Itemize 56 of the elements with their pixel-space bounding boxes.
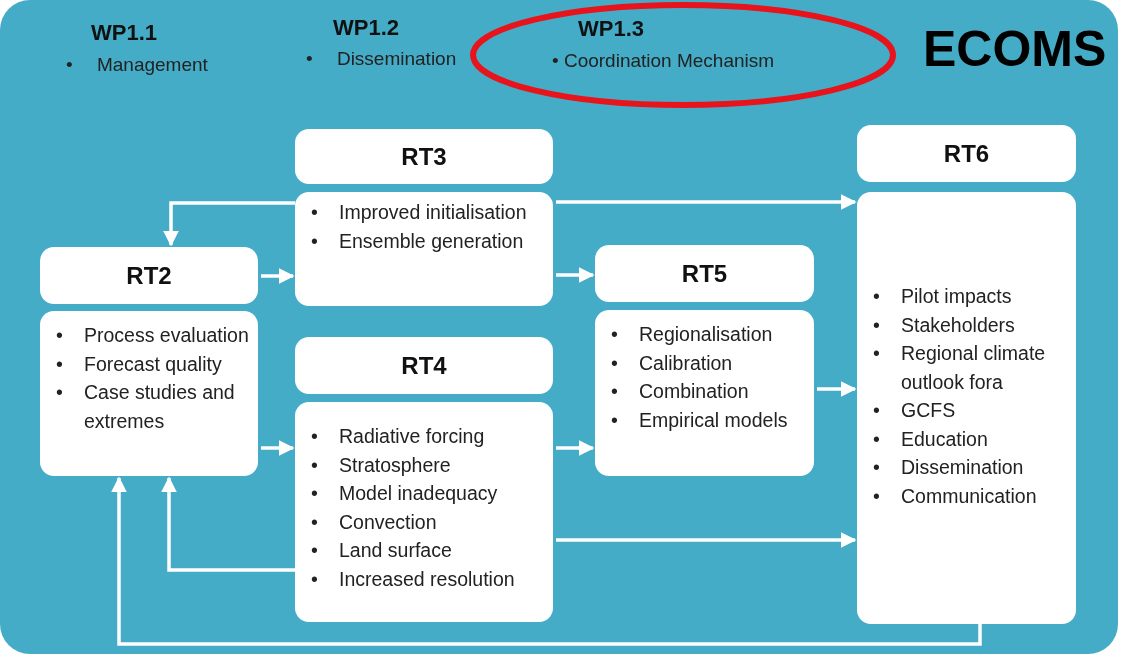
content-box: [295, 192, 553, 306]
list-item: • Management: [66, 54, 208, 76]
arrow: [556, 440, 595, 456]
content-box: [595, 310, 814, 476]
heading: RT5: [681, 259, 728, 288]
list-item: • Ensemble generation: [310, 228, 525, 254]
heading: RT6: [943, 139, 990, 168]
arrow: [556, 532, 857, 548]
heading: WP1.2: [333, 15, 400, 41]
arrow: [556, 267, 595, 283]
panel-background: [0, 0, 1118, 654]
header-box: [40, 247, 258, 304]
list-item: • Dissemination: [306, 48, 457, 70]
list-item: • Regionalisation: [610, 322, 774, 347]
content-box: [40, 311, 258, 476]
arrow: [161, 476, 295, 572]
list-item: • Dissemination: [872, 455, 1025, 480]
list-item: • Forecast quality: [55, 351, 223, 377]
list-item: • Stratosphere: [310, 452, 452, 478]
list-item: • Combination: [610, 379, 750, 404]
list-item: • Regional climate outlook fora: [872, 341, 1047, 395]
list-item: • Process evaluation: [55, 323, 250, 348]
content-box: [857, 192, 1076, 624]
header-box: [595, 245, 814, 302]
list-item: • Convection: [310, 509, 438, 535]
arrow: [556, 194, 857, 210]
list-item: • Land surface: [310, 538, 453, 563]
list-item: • Model inadequacy: [310, 481, 499, 506]
content-box: [295, 402, 553, 622]
header-box: [857, 125, 1076, 182]
list-item: • Calibration: [610, 350, 734, 376]
list-item: • Empirical models: [610, 407, 789, 433]
list-item: • Radiative forcing: [310, 424, 486, 449]
heading: WP1.3: [578, 16, 645, 42]
header-box: [295, 337, 553, 394]
heading: RT4: [401, 351, 447, 380]
list-item: • Improved initialisation: [310, 200, 528, 225]
header-box: [295, 129, 553, 184]
list-item: • Pilot impacts: [872, 284, 1013, 309]
list-item: • Case studies and extremes: [55, 380, 236, 434]
arrow: [261, 268, 295, 284]
arrow: [817, 381, 857, 397]
arrow: [163, 201, 295, 247]
arrow: [261, 440, 295, 456]
list-item: • Increased resolution: [310, 566, 516, 592]
heading: RT3: [401, 142, 447, 171]
list-item: • Coordination Mechanism: [552, 50, 775, 72]
list-item: • Stakeholders: [872, 312, 1016, 338]
heading: WP1.1: [91, 20, 158, 46]
highlight-ellipse: [470, 2, 896, 108]
heading: RT2: [126, 261, 172, 290]
list-item: • GCFS: [872, 398, 957, 423]
list-item: • Education: [872, 426, 989, 452]
arrow: [111, 476, 982, 646]
project-title: ECOMS: [923, 20, 1107, 78]
list-item: • Communication: [872, 483, 1038, 509]
